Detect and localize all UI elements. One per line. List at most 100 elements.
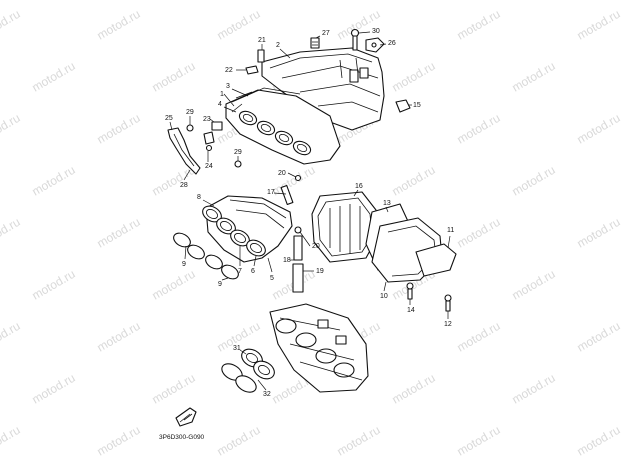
callout-25: 25 (165, 115, 173, 122)
leader-line-20 (299, 231, 311, 247)
intake-joint-assembly (202, 195, 293, 263)
callout-24: 24 (205, 163, 213, 170)
callout-18: 18 (283, 257, 291, 264)
leader-line-9 (221, 277, 229, 281)
callout-1: 1 (220, 91, 224, 98)
watermark-text: motod.ru (575, 7, 623, 43)
callout-30: 30 (372, 28, 380, 35)
front-direction-arrow-icon (175, 407, 197, 427)
callout-29: 29 (186, 109, 194, 116)
callout-4: 4 (218, 101, 222, 108)
watermark-text: motod.ru (95, 215, 143, 251)
callout-20: 20 (312, 243, 320, 250)
fitting-22 (245, 65, 259, 75)
watermark-text: motod.ru (390, 371, 438, 407)
breather-hose-28 (167, 127, 201, 175)
air-filter-element-16 (311, 191, 379, 263)
leader-line-25 (169, 121, 173, 131)
air-box-lower-case (225, 87, 341, 165)
callout-12: 12 (444, 321, 452, 328)
watermark-text: motod.ru (455, 215, 503, 251)
watermark-text: motod.ru (95, 7, 143, 43)
screw-14 (406, 282, 414, 300)
callout-21: 21 (258, 37, 266, 44)
watermark-text: motod.ru (0, 111, 23, 147)
callout-20: 20 (278, 170, 286, 177)
clip-29-upper (186, 124, 194, 132)
callout-6: 6 (251, 268, 255, 275)
callout-15: 15 (413, 102, 421, 109)
callout-27: 27 (322, 30, 330, 37)
watermark-text: motod.ru (510, 267, 558, 303)
watermark-text: motod.ru (0, 423, 23, 459)
watermark-text: motod.ru (575, 111, 623, 147)
callout-16: 16 (355, 183, 363, 190)
callout-13: 13 (383, 200, 391, 207)
callout-labels: 1234567899101112131415161718192020212223… (165, 28, 454, 398)
clip-26 (365, 37, 385, 53)
watermark-text: motod.ru (455, 7, 503, 43)
watermark-text: motod.ru (510, 371, 558, 407)
watermark-text: motod.ru (390, 59, 438, 95)
screw-12 (444, 294, 452, 312)
watermark-text: motod.ru (30, 371, 78, 407)
callout-31: 31 (233, 345, 241, 352)
leader-line-6 (253, 255, 257, 267)
callout-28: 28 (180, 182, 188, 189)
leader-line-27 (315, 35, 321, 39)
fitting-23 (211, 121, 223, 131)
fitting-24 (203, 131, 215, 152)
callout-23: 23 (203, 116, 211, 123)
leader-line-20 (287, 172, 297, 178)
clamp-set-9 (173, 232, 239, 280)
watermark-text: motod.ru (335, 423, 383, 459)
watermark-text: motod.ru (0, 7, 23, 43)
callout-9: 9 (218, 281, 222, 288)
leader-line-2 (279, 48, 291, 59)
watermark-text: motod.ru (95, 319, 143, 355)
screw-27 (310, 37, 320, 49)
carburetor-assembly (269, 303, 369, 393)
watermark-text: motod.ru (390, 163, 438, 199)
callout-7: 7 (238, 268, 242, 275)
carburetor-joint-31 (241, 348, 275, 380)
diagram-code: 3P6D300-G090 (159, 434, 205, 441)
callout-32: 32 (263, 391, 271, 398)
watermark-text: motod.ru (455, 319, 503, 355)
watermark-text: motod.ru (95, 423, 143, 459)
callout-2: 2 (276, 42, 280, 49)
leader-line-28 (183, 169, 191, 181)
watermark-text: motod.ru (150, 267, 198, 303)
callout-8: 8 (197, 194, 201, 201)
watermark-text: motod.ru (510, 163, 558, 199)
callout-5: 5 (270, 275, 274, 282)
leader-line-32 (257, 379, 267, 391)
leader-line-30 (358, 31, 371, 34)
leader-line-16 (353, 189, 359, 197)
watermark-text: motod.ru (0, 215, 23, 251)
callout-3: 3 (226, 83, 230, 90)
leader-line-5 (267, 257, 273, 273)
leader-line-10 (383, 281, 387, 292)
clip-29-lower (234, 160, 242, 168)
watermark-text: motod.ru (510, 59, 558, 95)
watermark-text: motod.ru (30, 267, 78, 303)
watermark-text: motod.ru (455, 423, 503, 459)
bolt-30 (350, 28, 360, 51)
watermark-text: motod.ru (95, 111, 143, 147)
callout-14: 14 (407, 307, 415, 314)
watermark-text: motod.ru (150, 59, 198, 95)
leader-line-4 (223, 106, 237, 113)
watermark-text: motod.ru (575, 319, 623, 355)
leader-line-3 (231, 88, 249, 97)
callout-29: 29 (234, 149, 242, 156)
leader-line-26 (379, 43, 387, 46)
leader-line-17 (273, 192, 287, 195)
leader-line-11 (447, 235, 451, 249)
leader-line-13 (385, 206, 389, 213)
callout-11: 11 (447, 227, 454, 234)
callout-26: 26 (388, 40, 396, 47)
watermark-text: motod.ru (455, 111, 503, 147)
leader-lines (169, 31, 451, 391)
